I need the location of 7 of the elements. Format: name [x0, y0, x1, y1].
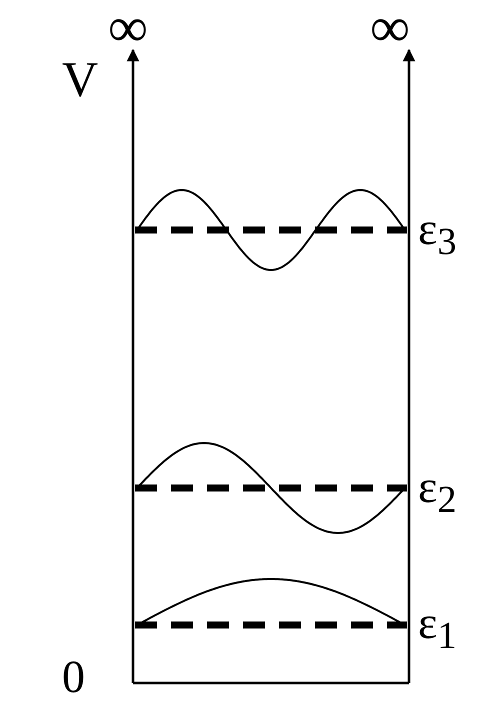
- energy-level-label: ε$_{2}$: [418, 464, 456, 520]
- infinity-label: ∞: [108, 0, 148, 56]
- infinity-label: ∞: [370, 0, 410, 56]
- energy-level-label: ε$_{3}$: [418, 206, 456, 262]
- energy-level-label: ε$_{1}$: [418, 600, 456, 656]
- axis-label: V: [62, 54, 98, 104]
- origin-label: 0: [62, 654, 85, 700]
